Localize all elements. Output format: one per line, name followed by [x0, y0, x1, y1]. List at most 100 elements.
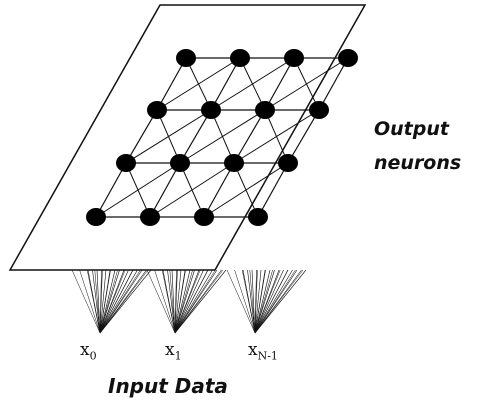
- input-connection: [174, 269, 216, 334]
- output-neuron: [147, 101, 167, 119]
- input-connection: [94, 269, 101, 334]
- input-connection: [171, 269, 176, 334]
- input-connection: [254, 269, 275, 334]
- input-connection: [99, 269, 134, 334]
- input-connection: [254, 269, 304, 334]
- output-neurons: [86, 49, 358, 226]
- input-connection: [174, 269, 227, 334]
- input-connection: [99, 269, 103, 334]
- input-connection: [174, 269, 204, 334]
- input-connection: [79, 269, 101, 334]
- lattice-edge: [179, 109, 212, 164]
- output-neuron: [176, 49, 196, 67]
- lattice-edge: [233, 109, 320, 164]
- output-neuron: [278, 154, 298, 172]
- input-connection: [254, 269, 271, 334]
- input-connection: [254, 269, 262, 334]
- output-neuron: [284, 49, 304, 67]
- lattice-edge: [156, 57, 187, 111]
- output-neuron: [140, 208, 160, 226]
- output-neuron: [201, 101, 221, 119]
- lattice-edge: [156, 57, 241, 111]
- input-connection: [226, 269, 256, 334]
- lattice-edge: [149, 162, 235, 218]
- input-connection: [254, 269, 307, 334]
- input-connection: [247, 269, 256, 334]
- lattice-edge: [210, 57, 295, 111]
- input-data-label: Input Data: [108, 374, 228, 398]
- output-neuron: [194, 208, 214, 226]
- input-connection: [174, 269, 201, 334]
- input-connection: [254, 269, 266, 334]
- input-connection: [251, 269, 256, 334]
- input-connection: [99, 269, 120, 334]
- lattice-edge: [264, 57, 349, 111]
- input-connection: [99, 269, 138, 334]
- lattice-edge: [203, 162, 289, 218]
- output-neuron: [309, 101, 329, 119]
- input-connection: [174, 269, 213, 334]
- input-connection: [154, 269, 176, 334]
- lattice-edge: [318, 57, 349, 111]
- lattice-edge: [125, 109, 212, 164]
- lattice-edge: [210, 57, 241, 111]
- input-connection: [174, 269, 182, 334]
- input-connection: [254, 269, 258, 334]
- output-plane: [8, 4, 367, 271]
- lattice-edge: [95, 162, 181, 218]
- output-neuron: [86, 208, 106, 226]
- input-connection: [71, 269, 101, 334]
- lattice-edge: [125, 109, 158, 164]
- output-label-line1: Output: [374, 118, 449, 140]
- input-connection: [169, 269, 176, 334]
- input-connection: [167, 269, 176, 334]
- lattice-edge: [95, 162, 127, 218]
- input-connection: [234, 269, 256, 334]
- input-connection: [99, 269, 126, 334]
- input-connection: [99, 269, 149, 334]
- input-connection: [174, 269, 186, 334]
- input-connection: [161, 269, 176, 334]
- input-connection: [241, 269, 256, 334]
- input-connection: [92, 269, 101, 334]
- lattice-edge: [149, 162, 181, 218]
- input-connection: [174, 269, 224, 334]
- input-connection: [254, 269, 284, 334]
- input-connection: [174, 269, 178, 334]
- output-neuron: [116, 154, 136, 172]
- input-connection: [146, 269, 176, 334]
- input-label-x0: x0: [80, 340, 97, 363]
- input-label-x1: x1: [165, 340, 182, 363]
- input-connection: [99, 269, 111, 334]
- lattice-edge: [264, 57, 295, 111]
- input-connection: [254, 269, 289, 334]
- output-neuron: [230, 49, 250, 67]
- neuron-lattice: [95, 57, 349, 218]
- input-connection: [99, 269, 107, 334]
- output-label-line2: neurons: [374, 152, 462, 174]
- output-neuron: [255, 101, 275, 119]
- input-connection: [254, 269, 293, 334]
- input-connection: [99, 269, 118, 334]
- input-connection: [86, 269, 101, 334]
- input-connection: [174, 269, 209, 334]
- input-connection: [174, 269, 191, 334]
- input-connection: [99, 269, 141, 334]
- output-neuron: [338, 49, 358, 67]
- lattice-edge: [257, 162, 289, 218]
- input-connections: [71, 269, 307, 334]
- input-connection: [174, 269, 195, 334]
- input-connection: [254, 269, 281, 334]
- output-neuron: [248, 208, 268, 226]
- input-label-xn: xN-1: [248, 340, 278, 363]
- output-neuron: [170, 154, 190, 172]
- lattice-edge: [179, 109, 266, 164]
- input-connection: [99, 269, 116, 334]
- input-connection: [99, 269, 129, 334]
- input-connection: [254, 269, 296, 334]
- input-connection: [249, 269, 256, 334]
- lattice-edge: [233, 109, 266, 164]
- input-connection: [174, 269, 193, 334]
- input-connection: [96, 269, 101, 334]
